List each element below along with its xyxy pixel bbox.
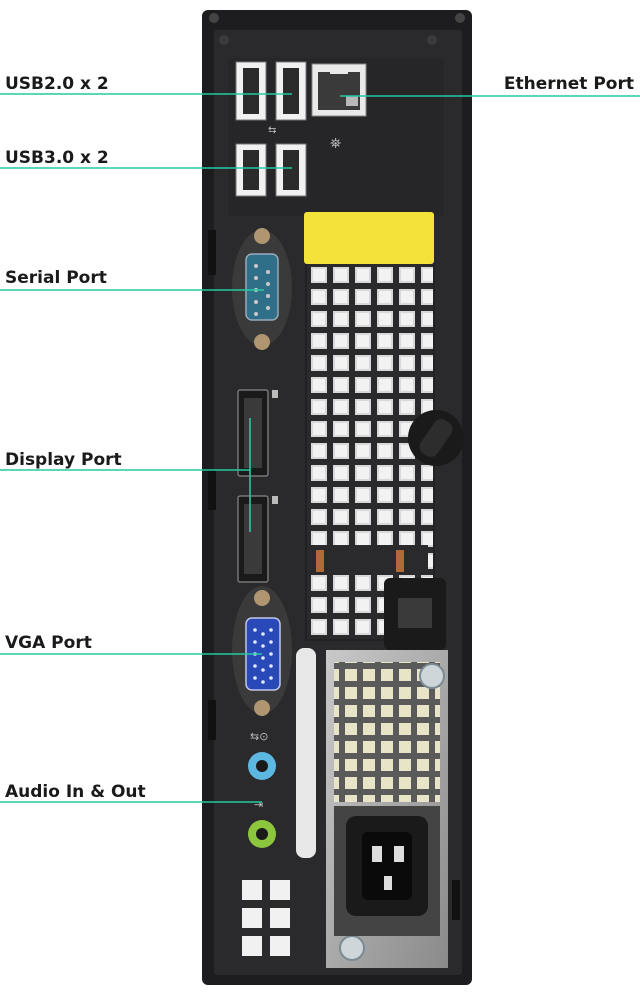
usb2-ports: ⇆ <box>235 61 307 136</box>
serial-label: Serial Port <box>5 268 107 288</box>
display-ports <box>237 389 278 583</box>
padlock-loop <box>384 578 446 650</box>
usb2-label: USB2.0 x 2 <box>5 74 109 94</box>
cover-latch <box>408 410 464 466</box>
serial-port <box>232 228 292 350</box>
usb3-ports <box>235 143 307 197</box>
audio-label: Audio In & Out <box>5 782 146 802</box>
warning-sticker <box>304 212 434 264</box>
power-supply <box>326 650 448 968</box>
svg-text:⇆: ⇆ <box>268 125 276 136</box>
grill-lower <box>308 545 428 575</box>
svg-text:⇥: ⇥ <box>254 798 263 811</box>
power-inlet <box>346 816 428 916</box>
ethernet-port: ⛯ <box>311 63 367 152</box>
bottom-vent <box>236 872 298 968</box>
vga-port <box>232 586 292 716</box>
expansion-slot-cover <box>296 648 316 858</box>
svg-text:⇆⊙: ⇆⊙ <box>250 730 268 743</box>
display-label: Display Port <box>5 450 122 470</box>
ethernet-label: Ethernet Port <box>504 74 634 94</box>
audio-jacks: ⇆⊙ ⇥ <box>248 730 276 848</box>
vga-label: VGA Port <box>5 633 92 653</box>
leader-lines <box>0 93 640 803</box>
usb3-label: USB3.0 x 2 <box>5 148 109 168</box>
svg-text:⛯: ⛯ <box>330 136 341 152</box>
